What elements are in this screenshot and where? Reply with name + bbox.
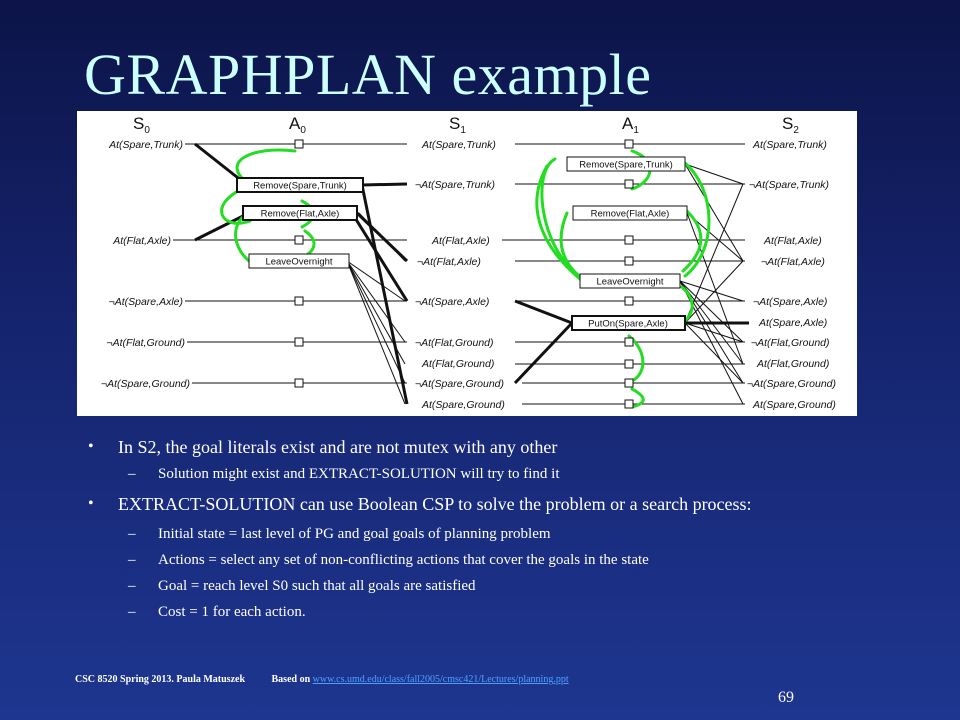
header-s2: S2	[782, 114, 799, 136]
a1-action-remove-flat-axle: Remove(Flat,Axle)	[572, 205, 688, 221]
svg-text:PutOn(Spare,Axle): PutOn(Spare,Axle)	[588, 319, 668, 330]
sub-bullet-item: – Actions = select any set of non-confli…	[128, 552, 649, 568]
a0-action-remove-spare-trunk: Remove(Spare,Trunk)	[236, 177, 364, 193]
s2-literal: At(Spare,Trunk)	[752, 139, 827, 151]
footer-source-link[interactable]: www.cs.umd.edu/class/fall2005/cmsc421/Le…	[312, 674, 569, 685]
bullet-dot-icon: •	[88, 495, 94, 512]
s2-literal: ¬At(Flat,Ground)	[751, 337, 830, 349]
svg-text:Remove(Flat,Axle): Remove(Flat,Axle)	[591, 209, 670, 220]
sub-bullet-item: – Solution might exist and EXTRACT-SOLUT…	[128, 466, 560, 482]
graphplan-diagram: S0 A0 S1 A1 S2	[77, 111, 857, 416]
s2-literal: At(Flat,Axle)	[763, 235, 822, 247]
footer-based-on: Based on	[271, 674, 311, 685]
svg-text:Remove(Spare,Trunk): Remove(Spare,Trunk)	[253, 181, 347, 192]
bullet-item: • EXTRACT-SOLUTION can use Boolean CSP t…	[88, 494, 752, 514]
svg-text:Remove(Spare,Trunk): Remove(Spare,Trunk)	[579, 160, 673, 171]
s1-literal: ¬At(Spare,Axle)	[415, 296, 489, 308]
header-s0: S0	[133, 114, 150, 136]
s2-literal: At(Flat,Ground)	[756, 358, 829, 370]
a1-action-remove-spare-trunk: Remove(Spare,Trunk)	[566, 156, 686, 172]
a1-action-puton-spare-axle: PutOn(Spare,Axle)	[571, 315, 686, 331]
footer: CSC 8520 Spring 2013. Paula Matuszek Bas…	[75, 674, 569, 685]
s2-literal: ¬At(Spare,Axle)	[753, 296, 827, 308]
page-number: 69	[778, 689, 794, 706]
s1-literal: At(Flat,Axle)	[431, 235, 490, 247]
s1-literal: ¬At(Spare,Trunk)	[415, 179, 495, 191]
bullet-item: • In S2, the goal literals exist and are…	[88, 437, 558, 457]
s1-literal: ¬At(Flat,Axle)	[417, 256, 481, 268]
s1-literal: At(Spare,Ground)	[421, 399, 505, 411]
s0-literal: At(Spare,Trunk)	[108, 139, 183, 151]
s0-literal: At(Flat,Axle)	[112, 235, 171, 247]
header-a0: A0	[289, 114, 306, 136]
sub-bullet-item: – Goal = reach level S0 such that all go…	[128, 578, 476, 594]
s2-literal: ¬At(Flat,Axle)	[761, 256, 825, 268]
dash-icon: –	[128, 552, 136, 568]
a1-action-leave-overnight: LeaveOvernight	[579, 273, 681, 289]
a0-action-remove-flat-axle: Remove(Flat,Axle)	[242, 205, 358, 221]
s2-literal: At(Spare,Ground)	[752, 399, 836, 411]
svg-text:LeaveOvernight: LeaveOvernight	[596, 277, 663, 288]
s2-literal: ¬At(Spare,Trunk)	[749, 179, 829, 191]
svg-text:LeaveOvernight: LeaveOvernight	[265, 257, 332, 268]
header-a1: A1	[622, 114, 639, 136]
dash-icon: –	[128, 466, 136, 482]
sub-bullet-item: – Initial state = last level of PG and g…	[128, 526, 551, 542]
a0-action-leave-overnight: LeaveOvernight	[248, 253, 350, 269]
s2-literal: ¬At(Spare,Ground)	[747, 378, 836, 390]
slide-title: GRAPHPLAN example	[84, 42, 652, 107]
s0-literal: ¬At(Spare,Axle)	[109, 296, 183, 308]
sub-bullet-item: – Cost = 1 for each action.	[128, 604, 306, 620]
footer-credit: CSC 8520 Spring 2013. Paula Matuszek	[75, 674, 246, 685]
s0-literal: ¬At(Flat,Ground)	[107, 337, 186, 349]
s1-literal: ¬At(Flat,Ground)	[415, 337, 494, 349]
svg-text:Remove(Flat,Axle): Remove(Flat,Axle)	[261, 209, 340, 220]
s1-literal: At(Flat,Ground)	[421, 358, 494, 370]
s2-literal: At(Spare,Axle)	[758, 317, 827, 329]
s1-literal: At(Spare,Trunk)	[421, 139, 496, 151]
s0-literal: ¬At(Spare,Ground)	[101, 378, 190, 390]
dash-icon: –	[128, 578, 136, 594]
s1-literal: ¬At(Spare,Ground)	[415, 378, 504, 390]
planning-graph: S0 A0 S1 A1 S2	[101, 114, 836, 411]
dash-icon: –	[128, 526, 136, 542]
header-s1: S1	[449, 114, 466, 136]
dash-icon: –	[128, 604, 136, 620]
bullet-dot-icon: •	[88, 438, 94, 455]
bullet-list: • In S2, the goal literals exist and are…	[86, 436, 936, 622]
